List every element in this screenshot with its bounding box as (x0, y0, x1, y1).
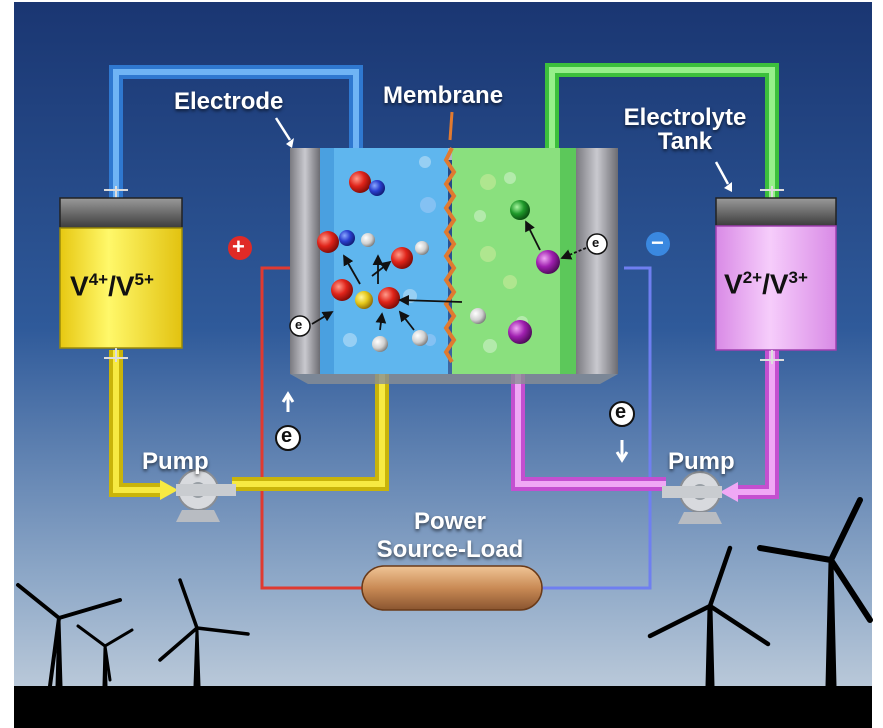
left-pump-icon (176, 469, 236, 522)
membrane-label: Membrane (383, 82, 504, 109)
electron-left-text: e (281, 425, 293, 447)
ground (14, 686, 872, 728)
right-pump-label: Pump (668, 448, 735, 475)
electrolyte-tank-line1: Electrolyte (623, 104, 747, 131)
negative-terminal-icon (646, 232, 670, 256)
ion-molecules (289, 171, 608, 352)
positive-terminal-icon (228, 236, 252, 260)
right-electrolyte-tank (715, 186, 837, 364)
left-electrolyte-tank (59, 186, 183, 362)
reaction-arrows (311, 220, 587, 331)
left-tank-formula: V4+/V5+ (70, 270, 154, 302)
electron-cell-right-text: e (592, 235, 600, 250)
power-line2: Source-Load (376, 536, 524, 563)
power-source-label: Power Source-Load (370, 508, 530, 564)
power-load (361, 565, 543, 611)
right-pump-icon (662, 471, 722, 524)
left-pump-label: Pump (142, 448, 209, 475)
membrane-line (443, 147, 457, 364)
electron-right-text: e (615, 401, 627, 423)
positive-wire (260, 266, 366, 590)
electrode-pointer (274, 117, 292, 141)
electron-cell-left-text: e (295, 317, 303, 332)
tank-pointer (714, 161, 730, 185)
positive-terminal-symbol: + (232, 234, 245, 259)
membrane-pointer (448, 111, 454, 141)
wind-turbines (16, 497, 873, 688)
electrolyte-tank-label: Electrolyte Tank (598, 106, 772, 154)
right-tank-formula: V2+/V3+ (724, 268, 808, 300)
left-electrode (290, 148, 320, 374)
battery-cell (290, 147, 618, 384)
electrode-label: Electrode (174, 88, 284, 115)
power-line1: Power (413, 508, 487, 535)
electron-left-icon (275, 425, 301, 451)
right-electrode (576, 148, 618, 374)
negative-terminal-symbol: − (651, 230, 664, 255)
electrolyte-tank-line2: Tank (657, 128, 713, 155)
negative-wire (538, 266, 652, 590)
electron-right-icon (609, 401, 635, 427)
